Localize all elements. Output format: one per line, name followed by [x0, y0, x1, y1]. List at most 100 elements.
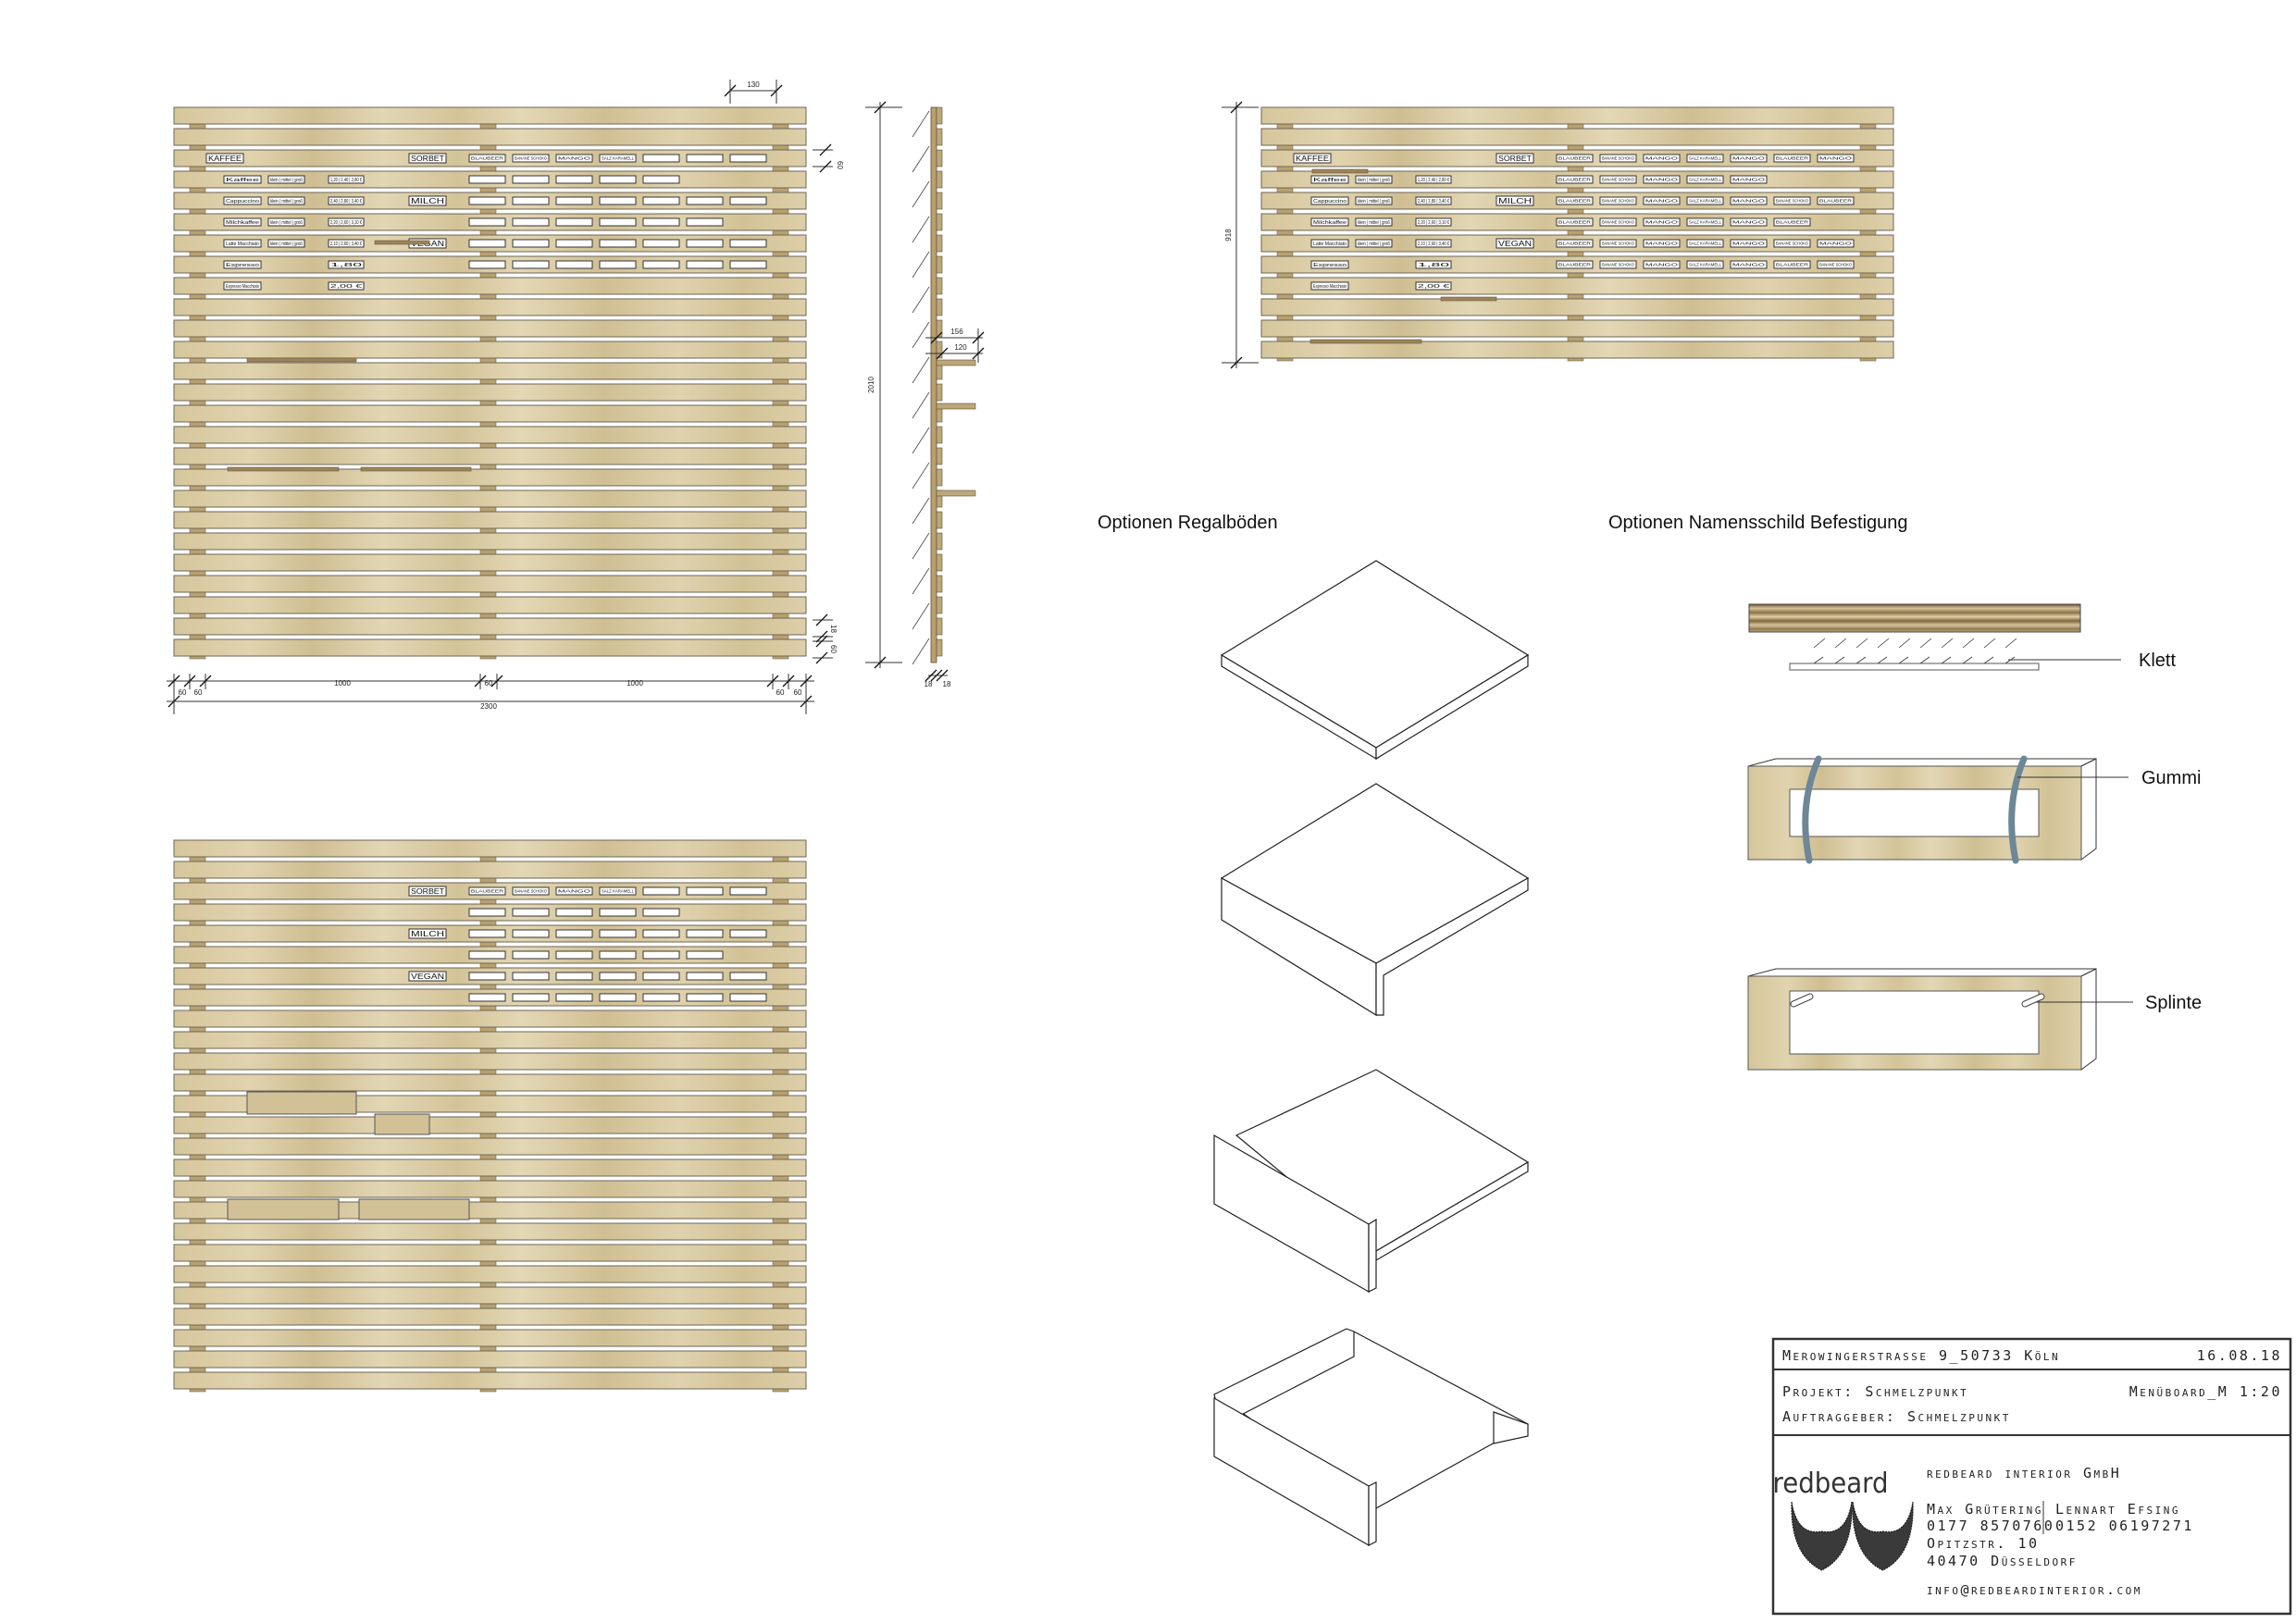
menu-item-name: [1310, 260, 1349, 269]
side-slat: [936, 426, 943, 444]
dimension-tick: [1230, 356, 1243, 369]
menu-item-name-text: Kaffee: [226, 178, 260, 183]
company-name: redbeard interior GmbH: [1927, 1465, 2121, 1481]
flavor-label: [512, 196, 550, 205]
dimension-label: 156: [950, 328, 963, 336]
flavor-label-text: MANGO: [1645, 156, 1679, 161]
flavor-label: [555, 217, 593, 227]
shelf-option-box-right: [1493, 1411, 1529, 1444]
flavor-label-text: MANGO: [558, 156, 591, 161]
label-gummi: Gummi: [2141, 768, 2201, 788]
menu-item-price: [328, 260, 365, 269]
redbeard-logo: redbeard: [1773, 1468, 1914, 1571]
flavor-label: [599, 196, 637, 205]
menu-item-price-text: 2,20 | 2,60 | 3,10 €: [1418, 220, 1449, 226]
flavor-label: [1599, 175, 1637, 184]
contact-phone: 0152 06197271: [2055, 1518, 2194, 1534]
velcro-hook: [1962, 638, 1975, 649]
board-slat: [173, 553, 807, 572]
side-post: [930, 106, 937, 663]
dimension-tick: [183, 675, 196, 688]
wall-hatch: [912, 391, 930, 419]
flavor-label: [1817, 239, 1855, 248]
menu-item-name-text: Espresso: [1313, 263, 1347, 268]
flavor-label: [1686, 196, 1724, 205]
flavor-label-text: BLAUBEER: [1558, 242, 1592, 246]
wall-hatch: [912, 497, 930, 525]
dimension-label: 60: [485, 679, 493, 688]
flavor-label: [642, 950, 680, 960]
flavor-label-text: BANANE SCHOKO: [1602, 156, 1635, 161]
flavor-label-text: MANGO: [1645, 199, 1679, 204]
side-shelf: [936, 489, 976, 497]
board-slat: [173, 1286, 807, 1305]
flavor-label: [1643, 260, 1681, 269]
wall-hatch: [912, 251, 930, 279]
dimension-label: 130: [747, 81, 760, 89]
flavor-label: [686, 972, 724, 981]
flavor-label: [1599, 154, 1637, 163]
side-slat: [936, 234, 943, 253]
flavor-label: [468, 950, 506, 960]
plate-window: [1789, 990, 2040, 1055]
flavor-label: [1773, 217, 1811, 227]
category-label-milch: [408, 928, 447, 939]
side-slat: [936, 511, 943, 529]
board-slat: [173, 468, 807, 487]
dimension-tick: [815, 651, 828, 664]
flavor-label-text: BANANE SCHOKO: [515, 889, 548, 894]
side-slat: [936, 532, 943, 551]
label-klett: Klett: [2139, 650, 2176, 671]
flavor-label: [686, 260, 724, 269]
shelf-option-box-edge: [1368, 1481, 1377, 1546]
board-slat: [173, 1073, 807, 1092]
flavor-label: [729, 196, 767, 205]
menu-item-name-text: Milchkaffee: [1313, 220, 1347, 226]
flavor-label-text: BANANE SCHOKO: [1819, 263, 1853, 267]
menu-item-price: [1415, 260, 1452, 269]
section-title-shelf-options: Optionen Regalböden: [1098, 513, 1278, 533]
menu-item-name: [223, 175, 262, 184]
side-slat: [936, 447, 943, 465]
velcro-loop: [1919, 656, 1930, 664]
menu-item-sizes: [267, 239, 305, 248]
flavor-label: [468, 260, 506, 269]
menu-item-price-text: 2,10 | 2,60 | 3,40 €: [330, 242, 362, 247]
flavor-label: [642, 929, 680, 938]
menu-item-price: [1415, 239, 1452, 248]
flavor-label: [1643, 217, 1681, 227]
menu-item-price: [1415, 281, 1452, 291]
side-slat: [936, 596, 943, 614]
wall-hatch: [912, 602, 930, 630]
board-slat: [173, 404, 807, 423]
flavor-label: [555, 154, 593, 163]
flavor-label: [642, 260, 680, 269]
flavor-label: [1686, 260, 1724, 269]
dimension-label: 2300: [480, 702, 497, 711]
flavor-label-text: MANGO: [558, 889, 591, 894]
board-slat: [173, 319, 807, 338]
menu-item-price-text: 2,40 | 2,80 | 3,40 €: [330, 199, 362, 204]
board-slat: [173, 1244, 807, 1262]
flavor-label: [1643, 239, 1681, 248]
board-slat: [173, 1265, 807, 1283]
velcro-hook: [1983, 638, 1996, 649]
flavor-label-text: SALZ KARAMELL: [1689, 263, 1722, 267]
wall-hatch: [912, 321, 930, 349]
menu-item-name-text: Kaffee: [1313, 178, 1347, 183]
menu-item-sizes: [1355, 175, 1393, 184]
velcro-strip: [1789, 663, 2040, 671]
flavor-label: [642, 196, 680, 205]
flavor-label: [1599, 239, 1637, 248]
velcro-loop: [1834, 656, 1845, 664]
flavor-label: [468, 908, 506, 917]
menu-item-name-text: Milchkaffee: [226, 220, 259, 226]
city-text: 40470 Düsseldorf: [1927, 1553, 2078, 1569]
side-slat: [936, 192, 943, 210]
menu-item-sizes-text: klein | mittel | groß: [270, 199, 303, 204]
velcro-loop: [1813, 656, 1824, 664]
flavor-label-text: MANGO: [1645, 178, 1679, 182]
dimension-tick: [168, 675, 180, 688]
board-slat: [173, 511, 807, 529]
